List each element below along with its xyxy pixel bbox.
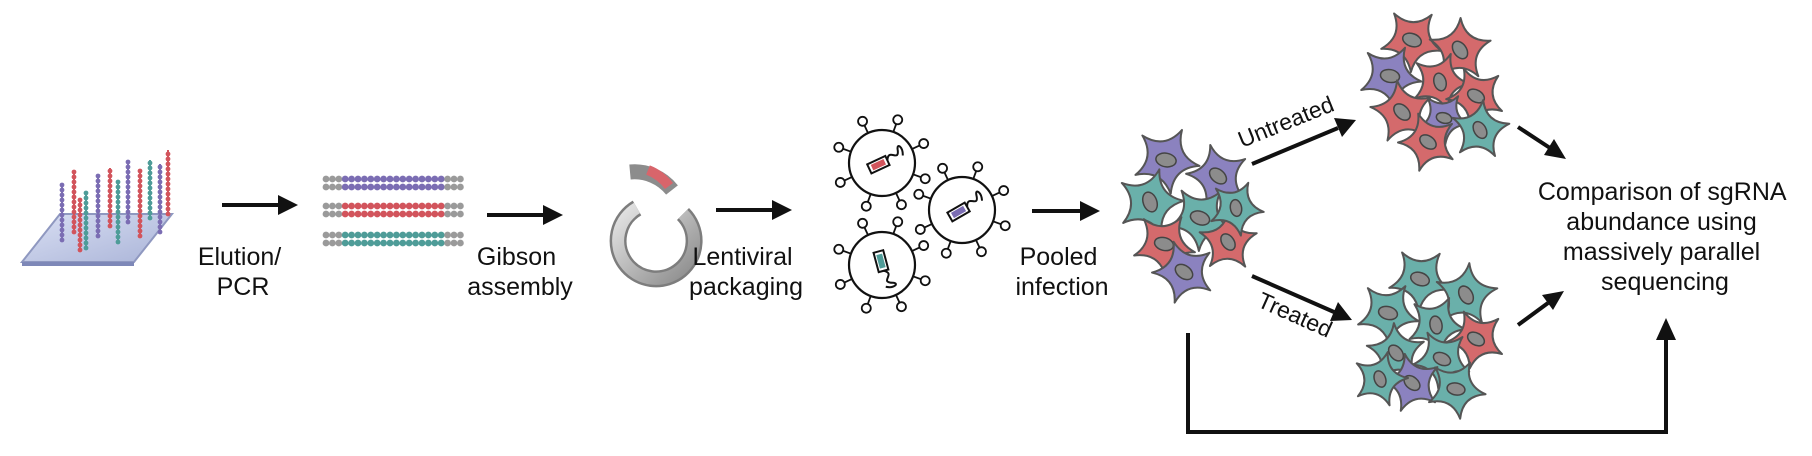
pcr-product-strand [322,231,464,247]
cell [1380,12,1444,73]
cell [1451,99,1511,157]
cell [1445,67,1503,127]
pcr-product-strands [322,175,464,247]
arrow-pool-baseline-to-comparison [1186,318,1676,434]
oligo-strand [59,182,65,243]
arrow-lentiviral [716,200,792,220]
treated-cell-population [1355,251,1503,420]
arrow-untreated [1251,118,1356,166]
cell [1151,240,1212,304]
cell [1134,128,1201,195]
cell [1185,143,1247,207]
lentivirus-particle [833,114,931,212]
pcr-product-strand [322,175,464,191]
arrow-gibson [487,205,563,225]
arrow-untreated-to-comparison [1516,125,1566,159]
lentiviral-particles [833,114,1011,314]
cell [1355,351,1409,407]
cell [1210,181,1265,237]
oligo-strands [59,150,171,253]
lentivirus-particle [913,161,1011,259]
oligo-strand [95,173,101,239]
cell [1428,361,1487,420]
arrow-treated [1251,274,1352,321]
cell [1198,211,1258,268]
comparison-label: Comparison of sgRNA abundance using mass… [1538,178,1792,296]
infected-cell-pool [1120,128,1265,304]
oligo-strand [115,179,121,245]
oligo-strand [107,168,113,229]
cell [1445,310,1503,370]
cell [1418,95,1471,145]
lentiviral-label: Lentiviral packaging [689,243,803,301]
oligo-strand [71,169,77,235]
cell [1397,112,1454,172]
pooled-label: Pooled infection [1015,243,1108,301]
oligo-strand [83,190,89,251]
elution-label: Elution/ PCR [198,243,288,301]
untreated-cell-population [1360,12,1511,172]
oligo-array-chip [19,150,175,266]
gibson-label: Gibson assembly [467,243,573,301]
chip-slide-edge [22,262,134,266]
arrow-treated-to-comparison [1516,291,1564,327]
arrow-elution [222,195,298,215]
oligo-strand [165,150,171,217]
arrow-pooled [1032,201,1100,221]
plasmid-vector [609,164,703,288]
cell [1120,168,1185,235]
untreated-label: Untreated [1234,91,1337,153]
oligo-strand [77,197,83,253]
oligo-strand [125,159,131,225]
pcr-product-strand [322,202,464,218]
oligo-strand [147,160,153,221]
lentivirus-particle [833,216,931,314]
oligo-strand [137,168,143,239]
oligo-strand [157,164,163,235]
